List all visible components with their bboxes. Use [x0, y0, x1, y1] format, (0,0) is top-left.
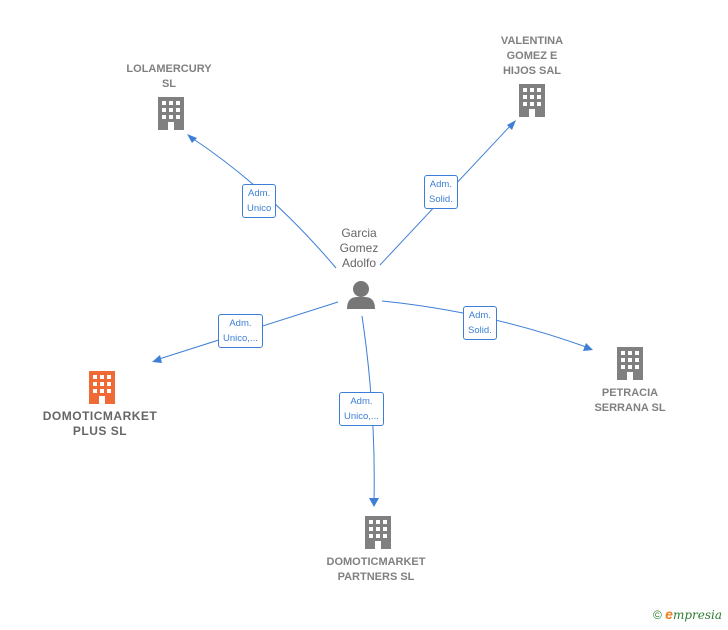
role-line: Unico,...	[223, 333, 258, 344]
role-box-lolamercury[interactable]: Adm. Unico	[242, 184, 277, 218]
role-line: Adm.	[468, 310, 491, 321]
arrow-petracia	[583, 343, 593, 351]
arrow-domoticmarket-partners	[369, 498, 379, 507]
brand-rest: mpresia	[672, 608, 722, 622]
building-icon[interactable]	[519, 84, 545, 117]
company-label-valentina[interactable]: VALENTINA GOMEZ E HIJOS SAL	[476, 34, 588, 79]
company-label-petracia[interactable]: PETRACIA SERRANA SL	[574, 386, 686, 416]
role-box-domoticmarket-plus[interactable]: Adm. Unico,...	[218, 314, 263, 348]
building-icon[interactable]	[158, 97, 184, 130]
company-name-line: PLUS SL	[72, 424, 128, 438]
company-name-line: DOMOTICMARKET	[326, 556, 426, 568]
company-name-line: LOLAMERCURY	[126, 63, 212, 75]
company-name-line: SERRANA SL	[594, 402, 666, 414]
company-name-line: PETRACIA	[601, 387, 659, 399]
role-box-petracia[interactable]: Adm. Solid.	[463, 306, 497, 340]
role-box-domoticmarket-partners[interactable]: Adm. Unico,...	[339, 392, 384, 426]
building-icon[interactable]	[617, 347, 643, 380]
person-name-line: Garcia	[341, 226, 377, 240]
building-icon[interactable]	[365, 516, 391, 549]
role-line: Adm.	[350, 396, 373, 407]
person-name-line: Gomez	[339, 241, 379, 255]
company-label-domoticmarket-plus[interactable]: DOMOTICMARKET PLUS SL	[36, 409, 164, 439]
arrow-domoticmarket-plus	[152, 355, 162, 363]
role-line: Adm.	[429, 179, 452, 190]
arrow-valentina	[507, 120, 516, 130]
company-name-line: SL	[161, 78, 177, 90]
arrow-lolamercury	[187, 134, 197, 143]
role-line: Unico,...	[344, 411, 379, 422]
person-name[interactable]: Garcia Gomez Adolfo	[332, 226, 386, 271]
person-icon[interactable]	[347, 281, 375, 309]
brand-logo: © empresia	[653, 606, 722, 622]
person-name-line: Adolfo	[341, 256, 377, 270]
brand-e: e	[665, 606, 673, 622]
building-icon-highlight[interactable]	[89, 371, 115, 404]
company-label-domoticmarket-partners[interactable]: DOMOTICMARKET PARTNERS SL	[316, 555, 436, 585]
company-label-lolamercury[interactable]: LOLAMERCURY SL	[113, 62, 225, 92]
company-name-line: HIJOS SAL	[502, 65, 562, 77]
role-line: Solid.	[429, 194, 453, 205]
role-line: Adm.	[229, 318, 252, 329]
role-line: Solid.	[468, 325, 492, 336]
copyright-icon: ©	[652, 608, 662, 622]
company-name-line: VALENTINA	[500, 35, 564, 47]
role-box-valentina[interactable]: Adm. Solid.	[424, 175, 458, 209]
company-name-line: DOMOTICMARKET	[42, 409, 158, 423]
edges	[152, 120, 593, 507]
role-line: Unico	[247, 203, 272, 214]
role-line: Adm.	[248, 188, 271, 199]
company-name-line: PARTNERS SL	[337, 571, 415, 583]
company-name-line: GOMEZ E	[506, 50, 558, 62]
